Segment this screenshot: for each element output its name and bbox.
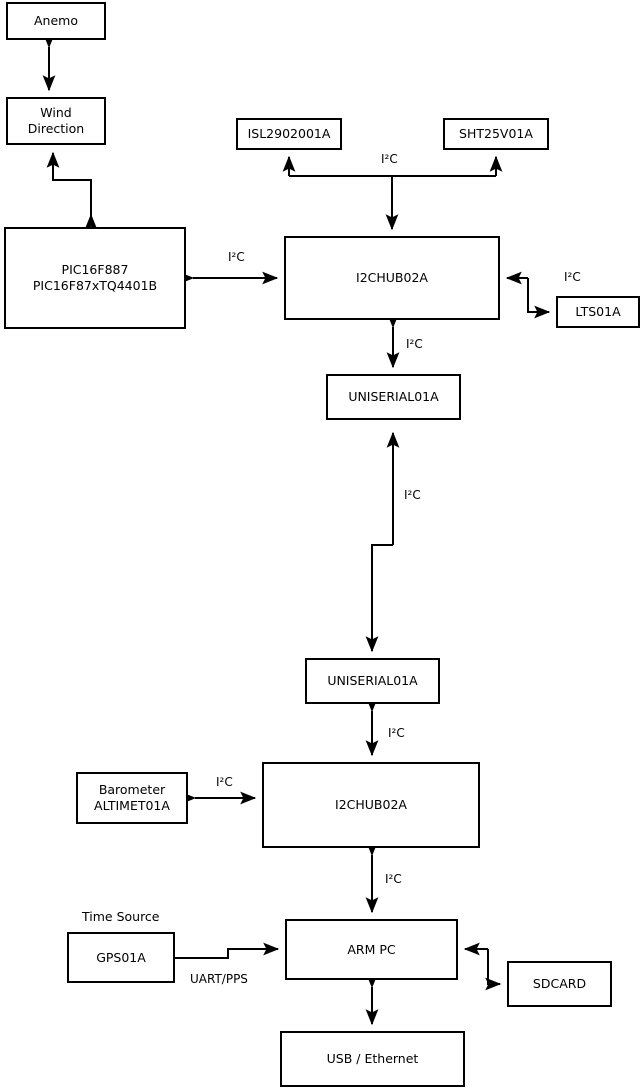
wire-label-i2c-uniserial-link: I²C — [404, 488, 421, 502]
node-sdcard-label: SDCARD — [532, 976, 587, 992]
node-uniserial01a-bottom[interactable]: UNISERIAL01A — [305, 658, 440, 704]
label-time-source: Time Source — [82, 909, 160, 924]
node-isl2902001a-label: ISL2902001A — [247, 126, 331, 142]
wire-label-i2c-hub-uniserial: I²C — [406, 337, 423, 351]
wire-hubtop-lts-path — [527, 278, 551, 319]
wire-label-i2c-barometer-hub: I²C — [216, 775, 233, 789]
wire-pic-winddir — [46, 151, 92, 215]
node-i2chub02a-top-label: I2CHUB02A — [356, 270, 428, 286]
node-uniserial01a-top-label: UNISERIAL01A — [348, 389, 439, 405]
node-arm-pc[interactable]: ARM PC — [285, 919, 458, 980]
node-usb-ethernet[interactable]: USB / Ethernet — [280, 1031, 465, 1087]
node-uniserial01a-top[interactable]: UNISERIAL01A — [326, 374, 461, 420]
wire-label-uart-pps: UART/PPS — [190, 972, 248, 986]
node-wind-direction-label: Wind Direction — [27, 105, 85, 136]
node-lts01a[interactable]: LTS01A — [556, 296, 640, 328]
node-barometer-altimet01a-label: Barometer ALTIMET01A — [94, 782, 170, 813]
node-i2chub02a-bottom-label: I2CHUB02A — [335, 797, 407, 813]
node-arm-pc-label: ARM PC — [347, 941, 396, 957]
node-barometer-altimet01a[interactable]: Barometer ALTIMET01A — [76, 772, 188, 824]
node-lts01a-label: LTS01A — [575, 304, 621, 320]
wire-label-i2c-sensors-top: I²C — [381, 152, 398, 166]
node-i2chub02a-top[interactable]: I2CHUB02A — [284, 236, 500, 320]
node-i2chub02a-bottom[interactable]: I2CHUB02A — [262, 762, 480, 848]
node-sht25v01a[interactable]: SHT25V01A — [443, 118, 549, 150]
wire-armpc-sdcard-path — [485, 949, 502, 991]
node-isl2902001a[interactable]: ISL2902001A — [236, 118, 342, 150]
node-gps01a[interactable]: GPS01A — [67, 932, 175, 983]
wire-label-i2c-hub-armpc: I²C — [385, 872, 402, 886]
node-wind-direction[interactable]: Wind Direction — [6, 97, 106, 145]
node-gps01a-label: GPS01A — [96, 949, 146, 965]
node-pic-microcontroller-label: PIC16F887 PIC16F87xTQ4401B — [32, 262, 158, 293]
node-sdcard[interactable]: SDCARD — [507, 961, 612, 1007]
wire-uni-jog — [365, 544, 393, 653]
wire-gps-armpc — [175, 942, 280, 959]
wire-label-i2c-pic-hub: I²C — [228, 250, 245, 264]
node-usb-ethernet-label: USB / Ethernet — [326, 1051, 419, 1067]
node-pic-microcontroller[interactable]: PIC16F887 PIC16F87xTQ4401B — [4, 227, 186, 329]
node-anemo[interactable]: Anemo — [6, 2, 106, 40]
wire-label-i2c-uniserial-hub-bottom: I²C — [388, 726, 405, 740]
node-anemo-label: Anemo — [34, 13, 78, 29]
node-sht25v01a-label: SHT25V01A — [459, 126, 533, 142]
wire-label-i2c-hub-lts: I²C — [564, 270, 581, 284]
node-uniserial01a-bottom-label: UNISERIAL01A — [327, 673, 418, 689]
